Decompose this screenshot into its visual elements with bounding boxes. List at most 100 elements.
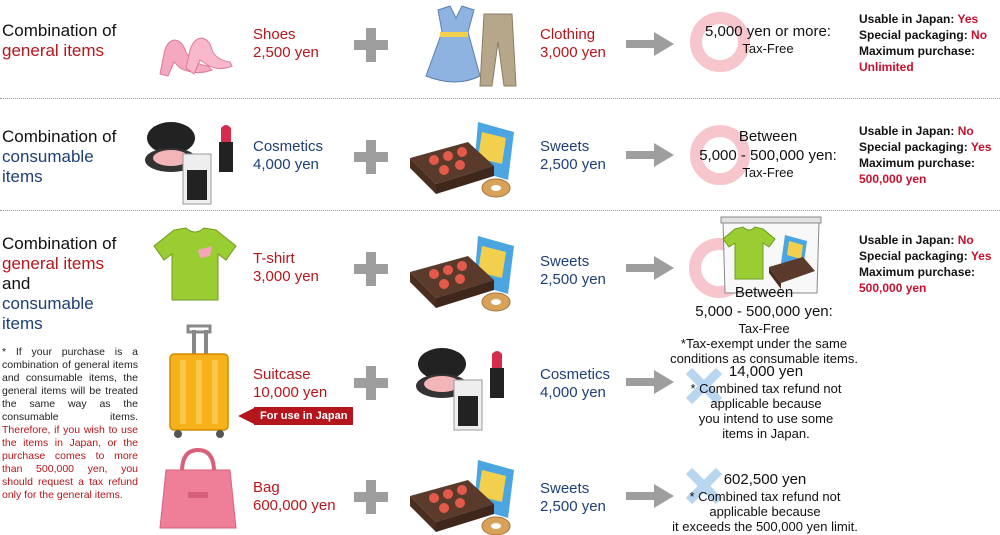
item-price: 2,500 yen bbox=[540, 498, 606, 515]
info-value: No bbox=[957, 233, 974, 247]
category-line: items bbox=[2, 167, 43, 186]
item-cosmetics: Cosmetics 4,000 yen bbox=[253, 138, 323, 174]
cosmetics-icon bbox=[416, 348, 504, 431]
item-price: 2,500 yen bbox=[253, 44, 319, 61]
info-label: Maximum purchase: bbox=[859, 44, 976, 58]
info-value: Yes bbox=[970, 140, 992, 154]
category-line: consumable bbox=[2, 147, 94, 166]
plus-icon bbox=[354, 366, 388, 400]
item-tshirt: T-shirt 3,000 yen bbox=[253, 250, 319, 286]
result-line: Between bbox=[738, 128, 798, 145]
item-price: 4,000 yen bbox=[253, 156, 319, 173]
plus-icon bbox=[354, 28, 388, 62]
result-line: Tax-Free bbox=[738, 321, 790, 336]
note-part: Therefore, if you wish to use the items … bbox=[2, 424, 138, 501]
item-price: 4,000 yen bbox=[540, 384, 606, 401]
item-price: 10,000 yen bbox=[253, 384, 328, 401]
badge-pointer-icon bbox=[238, 408, 254, 424]
arrow-right-icon bbox=[626, 32, 674, 56]
result-line: * Combined tax refund not bbox=[689, 489, 841, 504]
info-label: Maximum purchase: bbox=[859, 156, 976, 170]
sweets-icon bbox=[410, 122, 514, 198]
result-row4: 14,000 yen * Combined tax refund not app… bbox=[668, 362, 864, 441]
bag-icon bbox=[159, 447, 237, 529]
result-line: 5,000 yen or more: bbox=[705, 23, 831, 40]
category-consumable: Combination of consumable items bbox=[2, 127, 116, 187]
info-label: Usable in Japan: bbox=[859, 233, 955, 247]
result-line: 602,500 yen bbox=[723, 471, 807, 488]
sweets-icon bbox=[410, 236, 514, 312]
info-label: Usable in Japan: bbox=[859, 12, 955, 26]
info-value: 500,000 yen bbox=[859, 281, 927, 295]
row-separator bbox=[0, 210, 1000, 211]
info-value: Unlimited bbox=[859, 60, 914, 74]
cross-x-icon bbox=[685, 467, 723, 505]
shoes-icon bbox=[159, 37, 233, 77]
info-value: 500,000 yen bbox=[859, 172, 927, 186]
item-name: Sweets bbox=[540, 253, 590, 270]
plus-icon bbox=[354, 140, 388, 174]
category-general: Combination of general items bbox=[2, 21, 116, 61]
category-line: Combination of bbox=[2, 234, 117, 253]
item-price: 2,500 yen bbox=[540, 156, 606, 173]
result-line: it exceeds the 500,000 yen limit. bbox=[672, 519, 858, 534]
item-shoes: Shoes 2,500 yen bbox=[253, 26, 319, 62]
result-line: Tax-Free bbox=[742, 165, 794, 180]
item-clothing: Clothing 3,000 yen bbox=[540, 26, 606, 62]
category-line: general items bbox=[2, 254, 105, 273]
info-label: Special packaging: bbox=[859, 140, 968, 154]
arrow-right-icon bbox=[626, 143, 674, 167]
tshirt-icon bbox=[153, 227, 237, 301]
category-line: general items bbox=[2, 41, 105, 60]
info-row2: Usable in Japan: No Special packaging: Y… bbox=[859, 123, 992, 187]
cross-x-icon bbox=[685, 367, 723, 405]
clothing-icon bbox=[425, 5, 517, 87]
info-value: Yes bbox=[957, 12, 979, 26]
category-line: Combination of bbox=[2, 21, 117, 40]
note-text: * If your purchase is a combination of g… bbox=[2, 346, 138, 502]
info-label: Special packaging: bbox=[859, 28, 968, 42]
info-label: Usable in Japan: bbox=[859, 124, 955, 138]
item-name: Sweets bbox=[540, 480, 590, 497]
result-row2: Between 5,000 - 500,000 yen: Tax-Free bbox=[672, 127, 864, 180]
category-line: items bbox=[2, 314, 43, 333]
item-price: 2,500 yen bbox=[540, 271, 606, 288]
item-suitcase: Suitcase 10,000 yen bbox=[253, 366, 327, 402]
suitcase-icon bbox=[169, 324, 229, 438]
result-line: items in Japan. bbox=[722, 426, 810, 441]
result-line: applicable because bbox=[709, 504, 821, 519]
result-line: 5,000 - 500,000 yen: bbox=[699, 147, 837, 164]
item-cosmetics: Cosmetics 4,000 yen bbox=[540, 366, 610, 402]
info-label: Special packaging: bbox=[859, 249, 968, 263]
for-use-in-japan-badge: For use in Japan bbox=[254, 407, 354, 425]
item-price: 3,000 yen bbox=[253, 268, 319, 285]
circle-ok-icon bbox=[690, 12, 750, 72]
result-line: 14,000 yen bbox=[728, 363, 804, 380]
result-line: * Combined tax refund not bbox=[690, 381, 842, 396]
result-row3: Between 5,000 - 500,000 yen: Tax-Free *T… bbox=[660, 283, 868, 366]
category-line: and bbox=[2, 274, 31, 293]
item-name: Bag bbox=[253, 479, 280, 496]
category-line: consumable bbox=[2, 294, 94, 313]
note-part: * If your purchase is a combination of g… bbox=[2, 346, 138, 423]
info-value: No bbox=[971, 28, 988, 42]
item-sweets: Sweets 2,500 yen bbox=[540, 138, 606, 174]
circle-ok-icon bbox=[690, 125, 750, 185]
category-line: Combination of bbox=[2, 127, 117, 146]
sweets-icon bbox=[410, 460, 514, 535]
plus-icon bbox=[354, 480, 388, 514]
arrow-right-icon bbox=[626, 256, 674, 280]
result-line: Between bbox=[734, 284, 794, 301]
sealed-bag-icon bbox=[720, 216, 822, 294]
result-line: Tax-Free bbox=[742, 41, 794, 56]
item-name: T-shirt bbox=[253, 250, 295, 267]
item-name: Cosmetics bbox=[253, 138, 324, 155]
result-line: applicable because bbox=[710, 396, 822, 411]
item-name: Clothing bbox=[540, 26, 596, 43]
result-line: 5,000 - 500,000 yen: bbox=[695, 303, 833, 320]
item-price: 3,000 yen bbox=[540, 44, 606, 61]
item-name: Shoes bbox=[253, 26, 296, 43]
item-bag: Bag 600,000 yen bbox=[253, 479, 336, 515]
result-line: you intend to use some bbox=[698, 411, 834, 426]
cosmetics-icon bbox=[145, 122, 233, 205]
